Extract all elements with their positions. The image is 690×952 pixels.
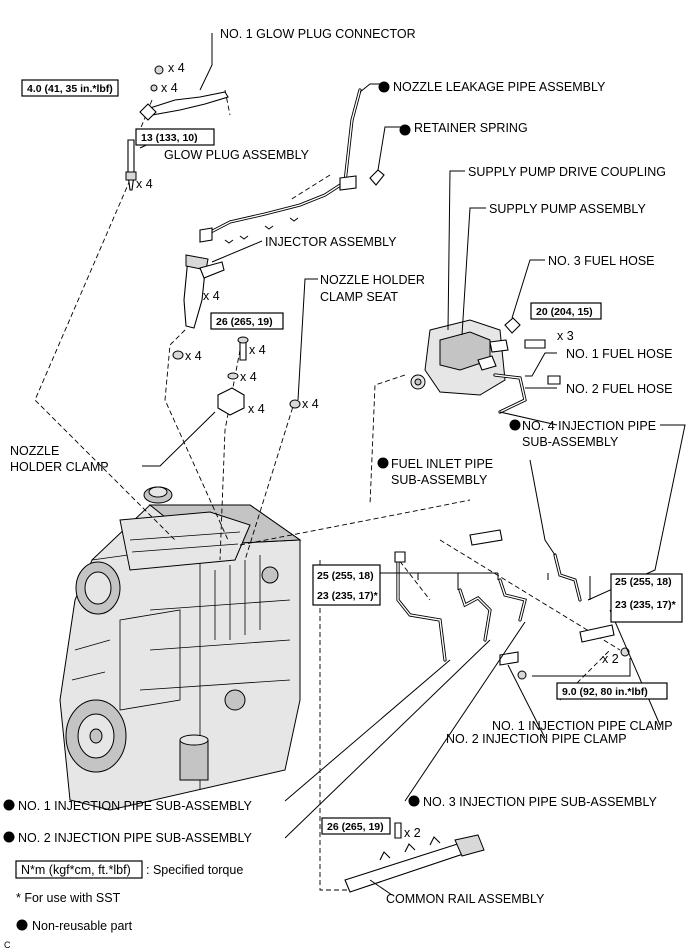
nozzle-leakage-pipe: [199, 88, 362, 244]
legend-sst-note: * For use with SST: [16, 891, 121, 905]
label-fuel-inlet-pipe-line1: FUEL INLET PIPE: [391, 457, 493, 471]
label-nozzle-holder-clamp-line2: HOLDER CLAMP: [10, 460, 109, 474]
torque-pipe-left-b: 23 (235, 17)*: [317, 590, 379, 602]
nonreusable-dot-no2-pipe: [3, 831, 15, 843]
qty-pipe-clamp-bolt: x 2: [602, 652, 619, 666]
torque-box-glow-plug: [135, 128, 215, 146]
torque-box-clamp-bolt: [210, 312, 284, 330]
label-nozzle-holder-clamp-seat-line2: CLAMP SEAT: [320, 290, 398, 304]
nonreusable-dot-leakage-pipe: [378, 81, 390, 93]
label-glow-plug-assembly: GLOW PLUG ASSEMBLY: [164, 148, 310, 162]
quantity-labels: x 4 x 4 x 4 x 4 x 4 x 4 x 4 x 4 x 4 x 3 …: [136, 61, 619, 840]
torque-pipe-clamp: 9.0 (92, 80 in.*lbf): [562, 686, 648, 698]
torque-supply-pump: 20 (204, 15): [536, 306, 593, 318]
nonreusable-dot-no1-pipe: [3, 799, 15, 811]
glow-plug-connector: [139, 65, 229, 121]
qty-supply-pump-nut: x 3: [557, 329, 574, 343]
injection-pipes: [394, 529, 630, 680]
label-no2-injection-pipe: NO. 2 INJECTION PIPE SUB-ASSEMBLY: [18, 831, 253, 845]
qty-injector: x 4: [203, 289, 220, 303]
label-no2-fuel-hose: NO. 2 FUEL HOSE: [566, 382, 673, 396]
torque-pipe-right-a: 25 (255, 18): [615, 576, 672, 588]
torque-box-pipe-left: [312, 564, 381, 606]
legend-nonreusable-dot: [16, 919, 28, 931]
label-fuel-inlet-pipe-line2: SUB-ASSEMBLY: [391, 473, 488, 487]
torque-pipe-right-b: 23 (235, 17)*: [615, 599, 677, 611]
label-common-rail: COMMON RAIL ASSEMBLY: [386, 892, 545, 906]
qty-clamp-bolt: x 4: [249, 343, 266, 357]
engine-block: [59, 486, 302, 811]
torque-box-pipe-clamp: [556, 682, 668, 700]
torque-boxes: 4.0 (41, 35 in.*lbf) 13 (133, 10) 20 (20…: [21, 79, 683, 835]
common-rail: [344, 822, 485, 893]
qty-common-rail-bolt: x 2: [404, 826, 421, 840]
torque-box-pipe-right: [610, 573, 683, 623]
label-glow-plug-connector: NO. 1 GLOW PLUG CONNECTOR: [220, 27, 416, 41]
qty-clamp-washer: x 4: [240, 370, 257, 384]
qty-connector-washer: x 4: [161, 81, 178, 95]
torque-box-supply-pump: [530, 302, 602, 320]
nonreusable-dot-no4-pipe: [509, 419, 521, 431]
nonreusable-markers: [3, 81, 521, 843]
label-no4-injection-pipe-line2: SUB-ASSEMBLY: [522, 435, 619, 449]
torque-box-common-rail: [321, 817, 391, 835]
legend-torque-box: [15, 860, 143, 879]
label-no1-fuel-hose: NO. 1 FUEL HOSE: [566, 347, 673, 361]
label-no2-injection-pipe-clamp: NO. 2 INJECTION PIPE CLAMP: [446, 732, 627, 746]
label-no4-injection-pipe-line1: NO. 4 INJECTION PIPE: [522, 419, 656, 433]
qty-clamp: x 4: [248, 402, 265, 416]
torque-clamp-bolt: 26 (265, 19): [216, 316, 273, 328]
legend-nonreusable-text: Non-reusable part: [32, 919, 133, 933]
label-injector-assembly: INJECTOR ASSEMBLY: [265, 235, 397, 249]
nonreusable-dot-retainer-spring: [399, 124, 411, 136]
qty-glow-plug: x 4: [136, 177, 153, 191]
nonreusable-dot-no3-pipe: [408, 795, 420, 807]
torque-glow-plug: 13 (133, 10): [141, 132, 198, 144]
label-retainer-spring: RETAINER SPRING: [414, 121, 528, 135]
qty-connector-nut: x 4: [168, 61, 185, 75]
torque-pipe-left-a: 25 (255, 18): [317, 570, 374, 582]
legend: N*m (kgf*cm, ft.*lbf) : Specified torque…: [4, 860, 243, 950]
retainer-spring: [369, 169, 385, 186]
label-nozzle-holder-clamp-line1: NOZZLE: [10, 444, 59, 458]
qty-injector-gasket: x 4: [185, 349, 202, 363]
injector: [172, 254, 225, 360]
nozzle-holder-parts: [217, 336, 301, 416]
legend-torque-desc: : Specified torque: [146, 863, 243, 877]
legend-torque-units: N*m (kgf*cm, ft.*lbf): [21, 863, 131, 877]
label-no3-injection-pipe: NO. 3 INJECTION PIPE SUB-ASSEMBLY: [423, 795, 658, 809]
supply-pump: [410, 317, 561, 414]
torque-common-rail: 26 (265, 19): [327, 821, 384, 833]
qty-clamp-seat: x 4: [302, 397, 319, 411]
label-no1-injection-pipe-clamp: NO. 1 INJECTION PIPE CLAMP: [492, 719, 673, 733]
label-no3-fuel-hose: NO. 3 FUEL HOSE: [548, 254, 655, 268]
label-nozzle-holder-clamp-seat-line1: NOZZLE HOLDER: [320, 273, 425, 287]
torque-box-glow-connector: [21, 79, 119, 97]
label-no1-injection-pipe: NO. 1 INJECTION PIPE SUB-ASSEMBLY: [18, 799, 253, 813]
label-nozzle-leakage-pipe: NOZZLE LEAKAGE PIPE ASSEMBLY: [393, 80, 606, 94]
part-labels: NO. 1 GLOW PLUG CONNECTOR NOZZLE LEAKAGE…: [10, 27, 673, 906]
label-supply-pump-drive-coupling: SUPPLY PUMP DRIVE COUPLING: [468, 165, 666, 179]
glow-plug: [125, 139, 137, 191]
label-supply-pump-assembly: SUPPLY PUMP ASSEMBLY: [489, 202, 646, 216]
nonreusable-dot-fuel-inlet: [377, 457, 389, 469]
torque-glow-connector: 4.0 (41, 35 in.*lbf): [27, 83, 113, 95]
figure-code: C: [4, 940, 11, 950]
